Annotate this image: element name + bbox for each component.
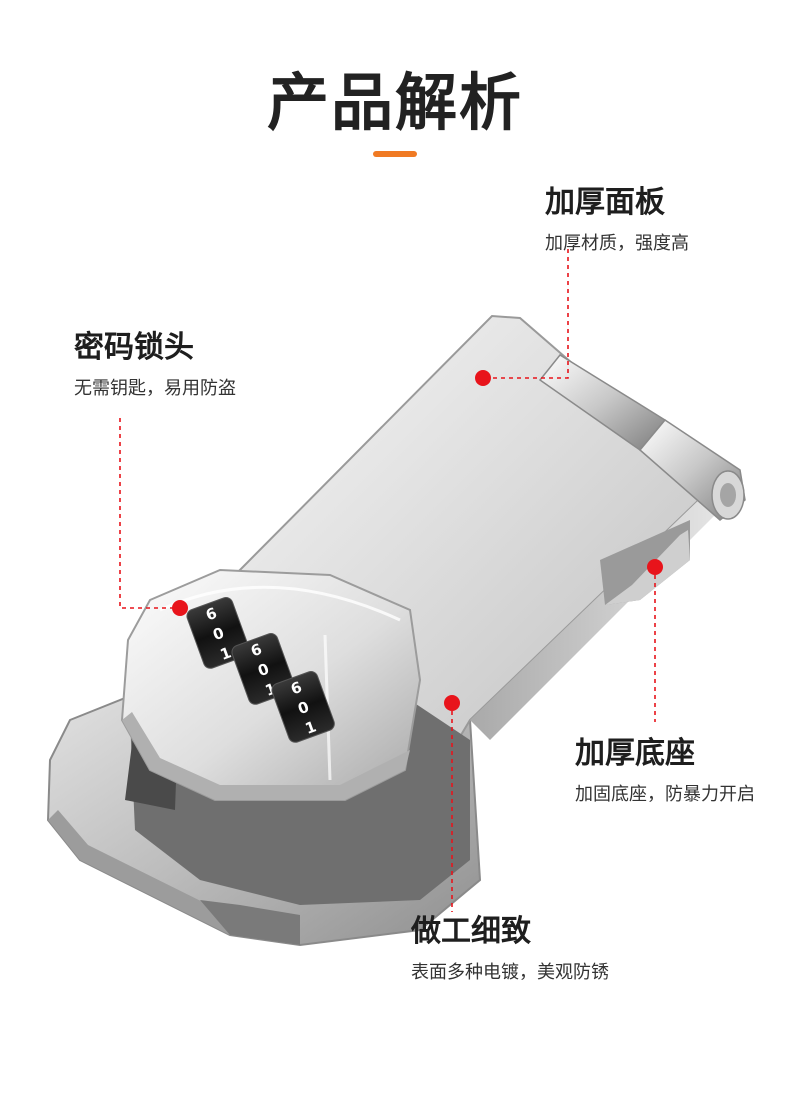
feature-base: 加厚底座 加固底座，防暴力开启 <box>575 736 755 808</box>
feature-lock-head-desc: 无需钥匙，易用防盗 <box>74 378 236 399</box>
marker-base <box>647 559 663 575</box>
leader-panel <box>485 248 569 379</box>
feature-craft: 做工细致 表面多种电镀，美观防锈 <box>411 914 609 986</box>
title-accent-bar <box>373 151 417 157</box>
markers <box>172 370 663 711</box>
marker-craft <box>444 695 460 711</box>
feature-panel-title: 加厚面板 <box>545 185 665 220</box>
leader-lines <box>119 248 656 912</box>
feature-panel-desc: 加厚材质，强度高 <box>545 233 689 254</box>
feature-base-title: 加厚底座 <box>575 736 695 771</box>
feature-panel: 加厚面板 加厚材质，强度高 <box>545 185 689 257</box>
dial-3[interactable]: 6 0 1 <box>270 670 336 745</box>
marker-panel <box>475 370 491 386</box>
page-title: 产品解析 <box>266 66 523 139</box>
marker-lock-head <box>172 600 188 616</box>
hinge <box>538 354 746 521</box>
feature-lock-head: 密码锁头 无需钥匙，易用防盗 <box>74 330 236 402</box>
leader-lock-head <box>119 418 180 609</box>
feature-base-desc: 加固底座，防暴力开启 <box>575 784 755 805</box>
feature-craft-title: 做工细致 <box>411 914 531 949</box>
feature-craft-desc: 表面多种电镀，美观防锈 <box>411 962 609 983</box>
feature-lock-head-title: 密码锁头 <box>74 330 194 365</box>
